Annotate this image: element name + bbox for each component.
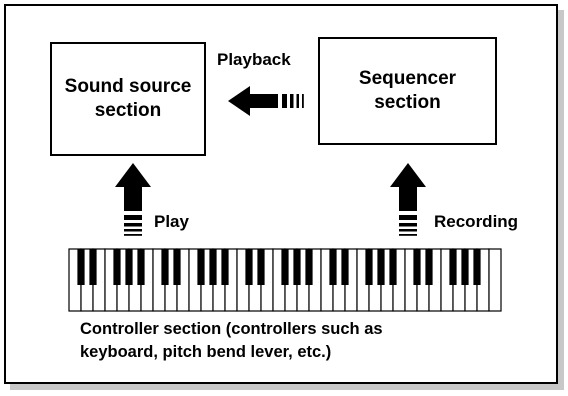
- sequencer-section-box: Sequencer section: [318, 37, 497, 145]
- black-key: [245, 249, 253, 285]
- black-key: [113, 249, 121, 285]
- playback-label: Playback: [217, 50, 291, 69]
- black-key: [413, 249, 421, 285]
- recording-label: Recording: [434, 212, 519, 231]
- arrow-up-icon: [115, 163, 151, 236]
- black-key: [449, 249, 457, 285]
- black-key: [161, 249, 169, 285]
- arrow-up-icon: [390, 163, 426, 236]
- black-key: [473, 249, 481, 285]
- black-key: [461, 249, 469, 285]
- arrow-left-icon: [228, 86, 304, 116]
- black-key: [257, 249, 265, 285]
- black-key: [77, 249, 85, 285]
- black-key: [137, 249, 145, 285]
- black-key: [389, 249, 397, 285]
- black-key: [293, 249, 301, 285]
- play-label: Play: [154, 212, 189, 231]
- sequencer-line1: Sequencer: [358, 68, 457, 89]
- black-key: [221, 249, 229, 285]
- black-key: [305, 249, 313, 285]
- black-key: [341, 249, 349, 285]
- white-key: [488, 248, 502, 312]
- black-key: [173, 249, 181, 285]
- sound-source-section-box: Sound source section: [50, 42, 206, 156]
- black-key: [329, 249, 337, 285]
- black-key: [425, 249, 433, 285]
- caption-line1: Controller section (controllers such as: [80, 320, 383, 338]
- black-key: [209, 249, 217, 285]
- piano-keyboard-icon: [68, 248, 502, 312]
- black-key: [197, 249, 205, 285]
- caption-line2: keyboard, pitch bend lever, etc.): [80, 343, 332, 361]
- black-key: [365, 249, 373, 285]
- black-key: [125, 249, 133, 285]
- black-key: [89, 249, 97, 285]
- sound-source-line2: section: [94, 100, 162, 121]
- sound-source-line1: Sound source: [64, 76, 192, 97]
- black-key: [377, 249, 385, 285]
- black-key: [281, 249, 289, 285]
- sequencer-line2: section: [374, 92, 441, 113]
- controller-section-caption: Controller section (controllers such as …: [80, 318, 520, 364]
